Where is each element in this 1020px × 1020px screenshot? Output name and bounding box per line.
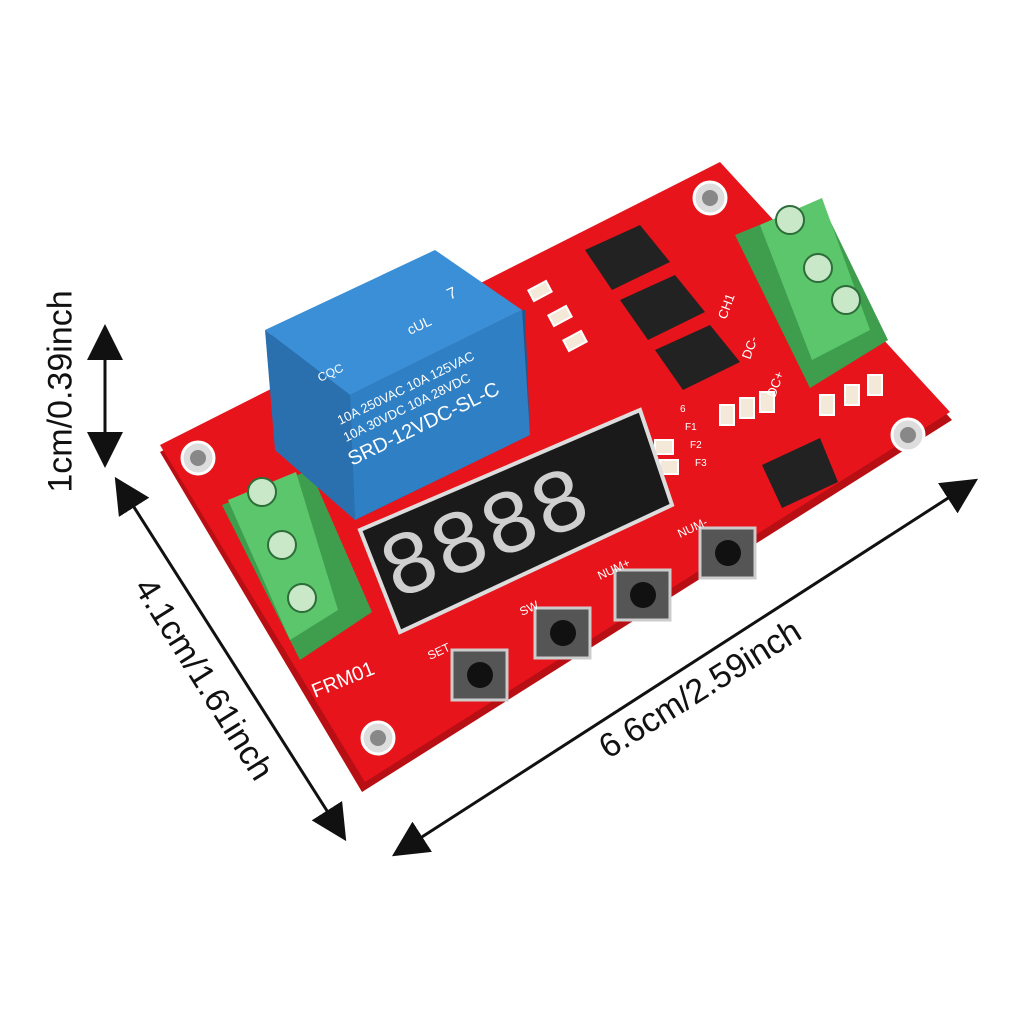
height-dimension-label: 1cm/0.39inch <box>41 290 80 493</box>
pcb-board <box>160 162 952 792</box>
led-label-6: 6 <box>680 404 686 415</box>
terminal-block-left <box>222 470 372 660</box>
length-arrow <box>391 478 979 857</box>
ic-chip <box>585 225 670 290</box>
led-label-f3: F3 <box>695 458 707 469</box>
push-buttons <box>450 526 757 702</box>
width-arrow <box>114 476 347 842</box>
terminal-block-right <box>735 198 888 388</box>
led-label-f2: F2 <box>690 440 702 451</box>
led-display <box>357 407 675 635</box>
terminal-label-dc-minus: DC- <box>739 334 761 361</box>
led-label-f1: F1 <box>685 422 697 433</box>
relay <box>265 250 530 520</box>
